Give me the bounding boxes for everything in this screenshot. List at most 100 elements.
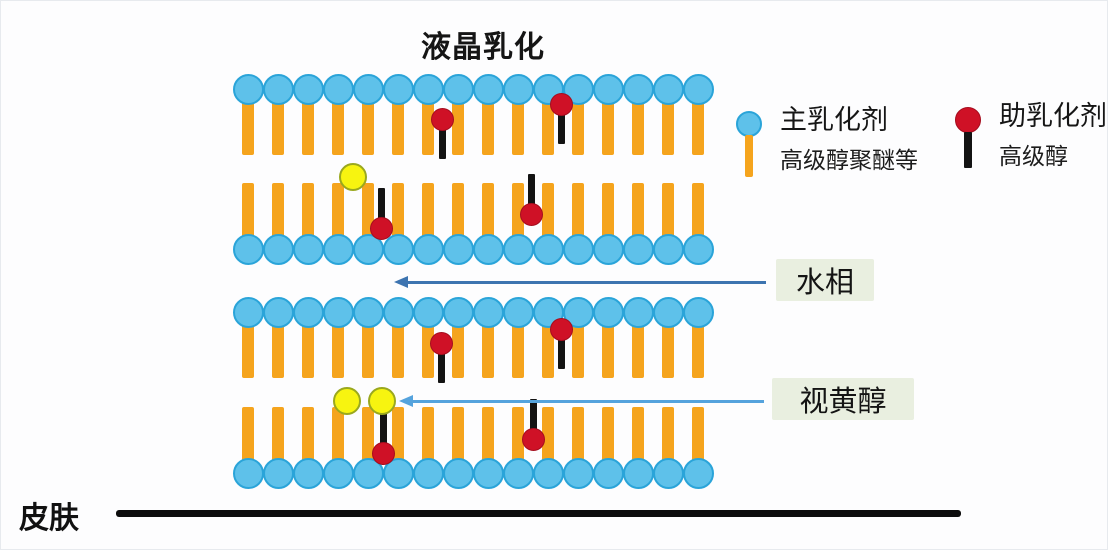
main-emulsifier-head [442,457,474,489]
main-emulsifier-head [502,73,534,105]
co-emulsifier-head [549,317,573,341]
main-emulsifier-head [532,296,564,328]
co-emulsifier-head [549,92,573,116]
main-emulsifier-tail [422,318,434,378]
main-emulsifier-tail [602,318,614,378]
main-emulsifier-head [592,296,624,328]
skin-surface-line [116,510,961,517]
main-emulsifier-head [262,73,294,105]
main-emulsifier-tail [332,407,344,467]
co-emulsifier-head-icon [955,107,981,133]
main-emulsifier-head [262,457,294,489]
main-emulsifier-head [682,233,714,265]
main-emulsifier-tail [632,95,644,155]
retinol-arrow-line [408,399,764,403]
main-emulsifier-tail [302,183,314,243]
main-emulsifier-head [682,296,714,328]
main-emulsifier-head [652,73,684,105]
main-emulsifier-tail [452,183,464,243]
main-emulsifier-tail [662,95,674,155]
co-emulsifier-tail [437,349,445,383]
main-emulsifier-head [652,233,684,265]
co-emulsifier-head [369,216,393,240]
main-emulsifier-tail [692,183,704,243]
water-phase-arrowhead-icon [394,276,408,288]
main-emulsifier-head [442,73,474,105]
main-emulsifier-head [442,233,474,265]
main-emulsifier-head [472,296,504,328]
main-emulsifier-tail [662,318,674,378]
main-emulsifier-head [292,73,324,105]
main-emulsifier-head [322,296,354,328]
main-emulsifier-head [352,296,384,328]
main-emulsifier-tail [452,318,464,378]
main-emulsifier-head [682,73,714,105]
main-emulsifier-tail [572,318,584,378]
main-emulsifier-tail [272,95,284,155]
legend-main-label: 主乳化剂 [780,105,888,135]
main-emulsifier-tail [692,407,704,467]
main-emulsifier-tail [332,95,344,155]
main-emulsifier-tail [632,407,644,467]
main-emulsifier-head [292,233,324,265]
main-emulsifier-tail [272,407,284,467]
co-emulsifier-tail [557,335,565,369]
main-emulsifier-tail [482,318,494,378]
main-emulsifier-head [412,457,444,489]
main-emulsifier-tail [242,95,254,155]
main-emulsifier-tail [242,407,254,467]
main-emulsifier-tail [572,95,584,155]
main-emulsifier-tail [692,318,704,378]
main-emulsifier-head [412,296,444,328]
legend-co-label: 助乳化剂 [999,101,1107,131]
main-emulsifier-tail [452,95,464,155]
main-emulsifier-tail [392,183,404,243]
main-emulsifier-head [682,457,714,489]
main-emulsifier-tail [632,183,644,243]
main-emulsifier-tail [302,318,314,378]
main-emulsifier-head [622,233,654,265]
main-emulsifier-head [592,457,624,489]
main-emulsifier-icon [736,105,762,177]
co-emulsifier-head [429,331,453,355]
main-emulsifier-head [322,457,354,489]
retinol-label: 视黄醇 [772,378,914,420]
main-emulsifier-head [232,233,264,265]
co-emulsifier-head [371,441,395,465]
main-emulsifier-tail-icon [745,135,753,177]
main-emulsifier-head [262,233,294,265]
co-emulsifier-head [519,202,543,226]
co-emulsifier-tail-icon [964,132,972,168]
main-emulsifier-head [262,296,294,328]
main-emulsifier-head [592,233,624,265]
main-emulsifier-tail [602,183,614,243]
retinol-arrow [399,395,764,407]
main-emulsifier-tail [362,407,374,467]
main-emulsifier-head [232,73,264,105]
main-emulsifier-head [292,457,324,489]
main-emulsifier-head [502,457,534,489]
main-emulsifier-tail [632,318,644,378]
retinol-molecule [333,387,361,415]
main-emulsifier-tail [512,95,524,155]
co-emulsifier-icon [955,101,981,168]
main-emulsifier-tail [392,318,404,378]
legend-main-sublabel: 高级醇聚醚等 [780,147,918,174]
main-emulsifier-tail [392,407,404,467]
main-emulsifier-tail [302,95,314,155]
main-emulsifier-head [382,73,414,105]
main-emulsifier-head [472,457,504,489]
main-emulsifier-tail [512,318,524,378]
main-emulsifier-head [622,296,654,328]
main-emulsifier-tail [572,183,584,243]
main-emulsifier-tail [572,407,584,467]
main-emulsifier-head [382,296,414,328]
retinol-molecule [339,163,367,191]
co-emulsifier-tail [438,125,446,159]
main-emulsifier-tail [512,407,524,467]
main-emulsifier-head [652,296,684,328]
legend-main-emulsifier: 主乳化剂 高级醇聚醚等 [736,105,918,177]
main-emulsifier-tail [332,318,344,378]
main-emulsifier-head [292,296,324,328]
